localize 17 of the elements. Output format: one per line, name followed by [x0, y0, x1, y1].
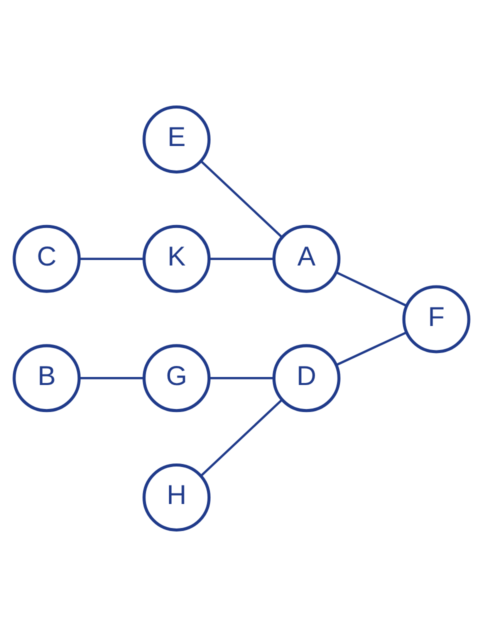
connector: [200, 399, 283, 476]
node-circle: C: [12, 224, 81, 293]
node-circle: A: [272, 224, 340, 293]
connector: [209, 377, 274, 380]
connector: [200, 160, 283, 238]
node-circle: K: [142, 224, 211, 293]
node-circle: D: [272, 344, 340, 412]
node-circle: B: [12, 344, 81, 412]
connector: [80, 377, 144, 380]
connector: [336, 271, 407, 307]
node-circle: G: [142, 344, 211, 412]
node-circle: H: [142, 464, 211, 532]
node-circle: E: [142, 106, 211, 174]
connector: [80, 258, 144, 260]
connector: [209, 258, 274, 260]
node-circle: F: [402, 285, 470, 354]
connector: [336, 331, 408, 366]
